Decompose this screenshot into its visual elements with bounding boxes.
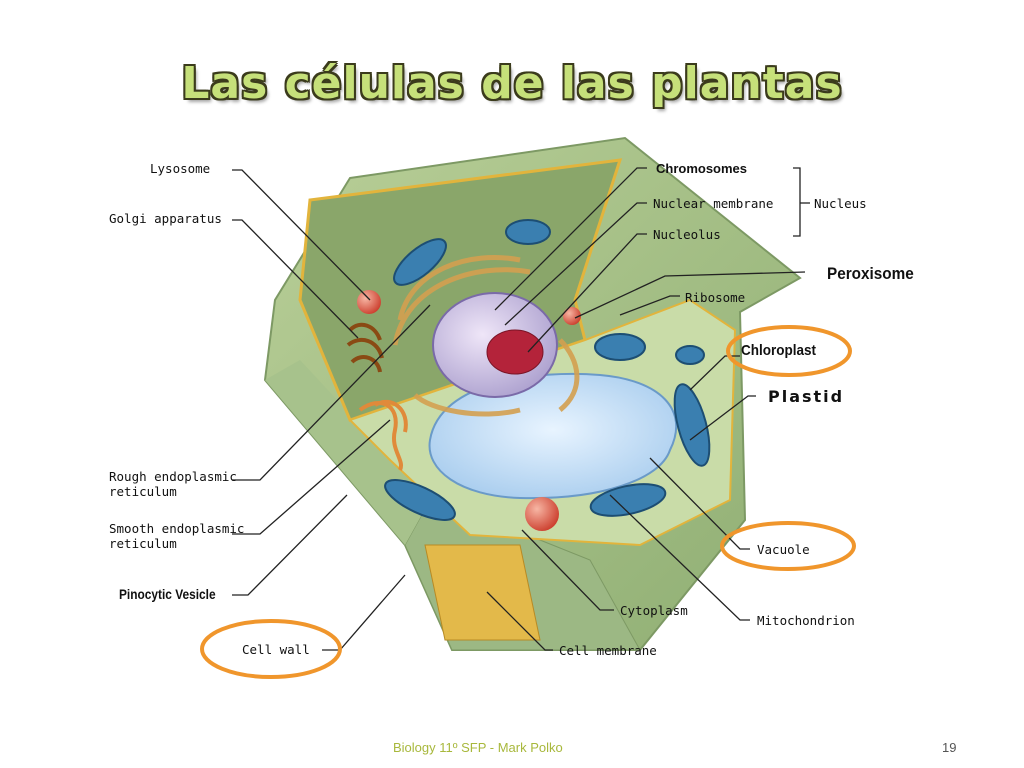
label-smooth-er-line1: Smooth endoplasmic — [109, 521, 245, 536]
label-rough-er-line2: reticulum — [109, 484, 177, 499]
label-nucleus: Nucleus — [814, 196, 867, 211]
label-rough-er-line1: Rough endoplasmic — [109, 469, 237, 484]
label-golgi-apparatus: Golgi apparatus — [109, 211, 222, 226]
label-chromosomes: Chromosomes — [656, 161, 748, 176]
leader-lines — [232, 167, 810, 651]
label-chloroplast: Chloroplast — [741, 342, 817, 359]
page-number: 19 — [942, 740, 957, 755]
slide-title: Las células de las plantas — [181, 58, 843, 109]
footer-text: Biology 11º SFP - Mark Polko — [393, 740, 563, 755]
highlight-chloroplast — [726, 325, 852, 377]
label-vacuole: Vacuole — [757, 542, 810, 557]
label-ribosome: Ribosome — [685, 290, 746, 305]
highlight-circles — [200, 325, 856, 679]
label-cytoplasm: Cytoplasm — [620, 603, 688, 618]
label-cell-membrane: Cell membrane — [559, 643, 657, 658]
label-nucleolus: Nucleolus — [653, 227, 721, 242]
label-lysosome: Lysosome — [150, 161, 211, 176]
label-plastid: Plastid — [768, 387, 845, 406]
label-nuclear-membrane: Nuclear membrane — [653, 196, 774, 211]
label-peroxisome: Peroxisome — [827, 264, 914, 283]
label-pinocytic-vesicle: Pinocytic Vesicle — [119, 586, 216, 602]
cell-body — [263, 136, 802, 651]
highlight-cell-wall — [200, 619, 342, 679]
label-mitochondrion: Mitochondrion — [757, 613, 855, 628]
label-cell-wall: Cell wall — [242, 642, 310, 657]
highlight-vacuole — [720, 521, 856, 571]
label-smooth-er-line2: reticulum — [109, 536, 177, 551]
